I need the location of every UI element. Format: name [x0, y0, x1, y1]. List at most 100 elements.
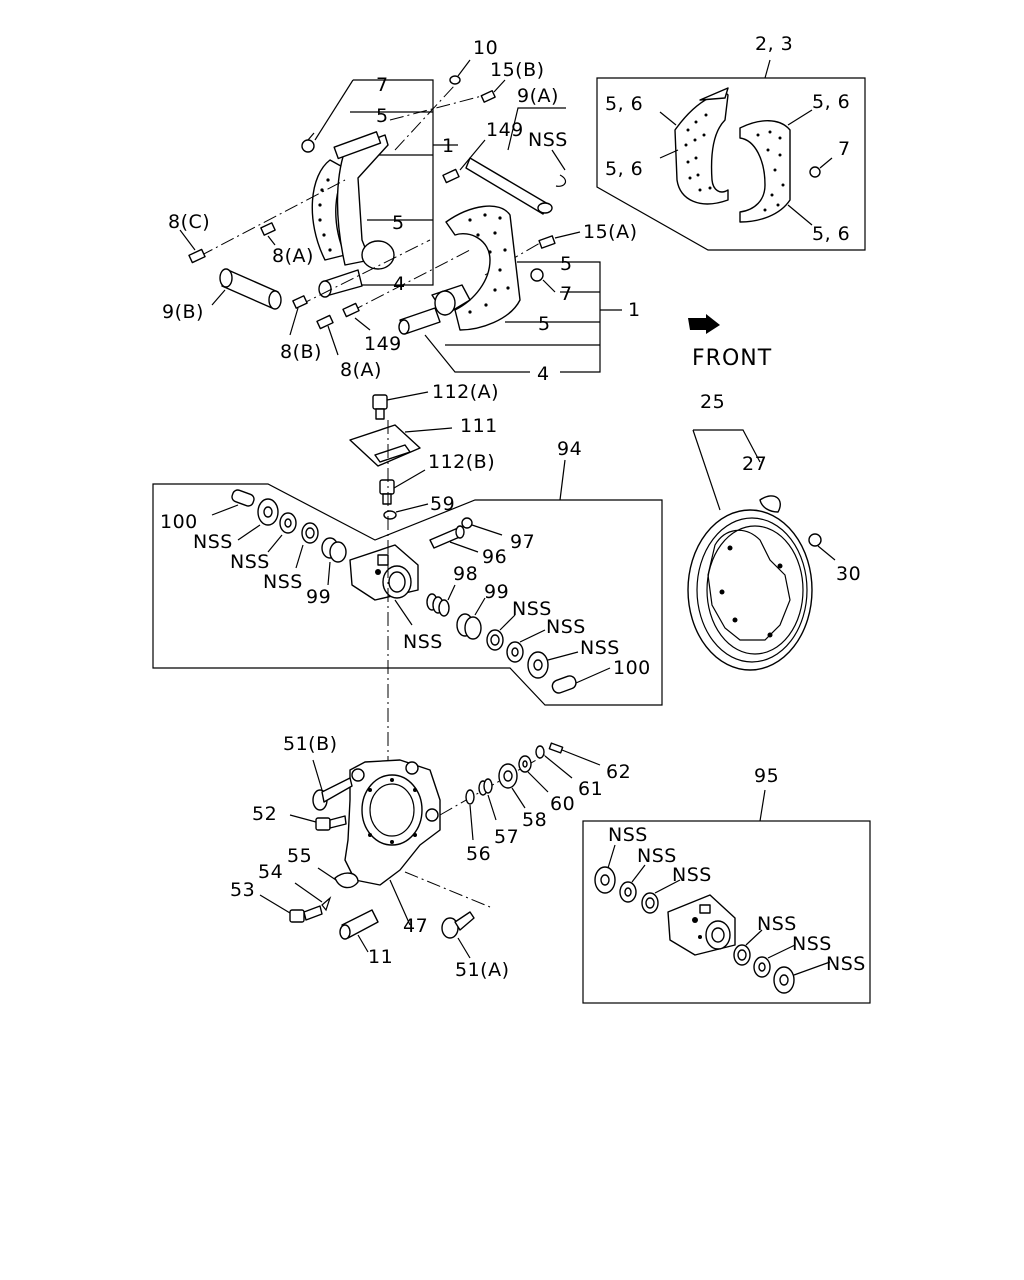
label-61: 61	[578, 778, 603, 800]
inset-left-lining	[674, 92, 729, 205]
label-5-d: 5	[538, 313, 551, 335]
label-25: 25	[700, 391, 725, 413]
bolt-51a	[441, 911, 475, 959]
label-56: 56	[466, 843, 491, 865]
label-nss-top: NSS	[528, 129, 568, 151]
label-5-6-a: 5, 6	[605, 93, 643, 115]
seal-nss-right-1	[486, 614, 516, 651]
label-8a-lower: 8(A)	[340, 359, 382, 381]
label-nss-95-5: NSS	[792, 933, 832, 955]
ring-61	[535, 745, 573, 779]
right-shoe-rivets	[468, 213, 510, 314]
label-52: 52	[252, 803, 277, 825]
seal-nss-left-3	[301, 522, 319, 544]
label-nss-left-1: NSS	[193, 531, 233, 553]
pin-15b	[480, 79, 506, 103]
callout-labels: 10 15(B) 7 9(A) 5 149 NSS 1 8(C) 5 8(A) …	[160, 33, 866, 981]
label-8c: 8(C)	[168, 211, 210, 233]
label-nss-right-3: NSS	[580, 637, 620, 659]
label-2-3: 2, 3	[755, 33, 793, 55]
spring-98	[426, 584, 456, 617]
wheel-cylinder-94	[152, 459, 663, 706]
label-57: 57	[494, 826, 519, 848]
seal-nss-left-2	[279, 512, 297, 534]
label-5-a: 5	[376, 105, 389, 127]
inset-left-rivets	[684, 113, 712, 192]
washer-59	[383, 503, 429, 520]
bleeder-96	[429, 525, 479, 553]
piston-99-left	[321, 537, 347, 563]
backing-plate-inner	[707, 529, 791, 641]
label-94: 94	[557, 438, 582, 460]
label-100-left: 100	[160, 511, 198, 533]
inset-right-rivets	[756, 130, 785, 212]
label-5-6-b: 5, 6	[812, 91, 850, 113]
left-brake-shoe	[336, 134, 389, 266]
label-15a: 15(A)	[583, 221, 638, 243]
bolt-52	[289, 814, 347, 831]
label-nss-95-4: NSS	[757, 913, 797, 935]
wedge-plate-111	[349, 424, 421, 467]
label-111: 111	[460, 415, 498, 437]
label-30: 30	[836, 563, 861, 585]
front-arrow-icon	[688, 314, 720, 334]
piston-99-right	[456, 597, 486, 640]
label-1-top: 1	[442, 135, 455, 157]
cylinder-frame-94	[152, 483, 663, 706]
inset-right-lining	[739, 120, 791, 223]
left-shoe-web	[333, 131, 382, 160]
bolt-112a	[372, 391, 429, 420]
label-51a: 51(A)	[455, 959, 510, 981]
label-15b: 15(B)	[490, 59, 545, 81]
label-9b: 9(B)	[162, 301, 204, 323]
label-54: 54	[258, 861, 283, 883]
return-spring-9a	[465, 107, 566, 215]
label-nss-right-2: NSS	[546, 616, 586, 638]
label-100-right: 100	[613, 657, 651, 679]
inset-frame	[596, 77, 866, 251]
label-5-c: 5	[560, 253, 573, 275]
label-96: 96	[482, 546, 507, 568]
label-nss-95-2: NSS	[637, 845, 677, 867]
leader-bracket-right	[517, 261, 601, 373]
clip-10	[449, 59, 471, 85]
seal-nss-right-3	[527, 651, 579, 679]
seal-95-4	[733, 929, 763, 966]
label-nss-95-3: NSS	[672, 864, 712, 886]
bolt-112b	[379, 469, 426, 505]
front-label: FRONT	[692, 346, 772, 371]
label-99-left: 99	[306, 586, 331, 608]
bolt-30	[808, 533, 836, 561]
inset-frame-95	[582, 820, 871, 1004]
label-55: 55	[287, 845, 312, 867]
label-5-6-d: 5, 6	[812, 223, 850, 245]
brake-shoe-group	[179, 59, 622, 373]
label-58: 58	[522, 809, 547, 831]
seal-95-5	[753, 944, 796, 978]
label-59: 59	[430, 493, 455, 515]
label-nss-left-2: NSS	[230, 551, 270, 573]
label-7-inset: 7	[838, 138, 851, 160]
label-11: 11	[368, 946, 393, 968]
carrier-bore	[361, 774, 423, 846]
label-112b: 112(B)	[428, 451, 495, 473]
seal-95-1	[594, 844, 616, 894]
label-9a: 9(A)	[517, 85, 559, 107]
label-99-right: 99	[484, 581, 509, 603]
bolt-51b	[312, 759, 353, 811]
label-51b: 51(B)	[283, 733, 338, 755]
brake-carrier-47	[259, 742, 601, 959]
label-149-top: 149	[486, 119, 524, 141]
label-7-right: 7	[560, 283, 573, 305]
seal-95-2	[619, 864, 646, 903]
bolt-7-top	[301, 132, 315, 153]
label-8b: 8(B)	[280, 341, 322, 363]
label-nss-95-1: NSS	[608, 824, 648, 846]
seal-nss-right-2	[506, 629, 546, 663]
lining-inset	[596, 59, 866, 251]
label-nss-95-6: NSS	[826, 953, 866, 975]
label-nss-right-1: NSS	[512, 598, 552, 620]
label-4-right: 4	[537, 363, 550, 385]
pin-8c	[179, 229, 206, 264]
